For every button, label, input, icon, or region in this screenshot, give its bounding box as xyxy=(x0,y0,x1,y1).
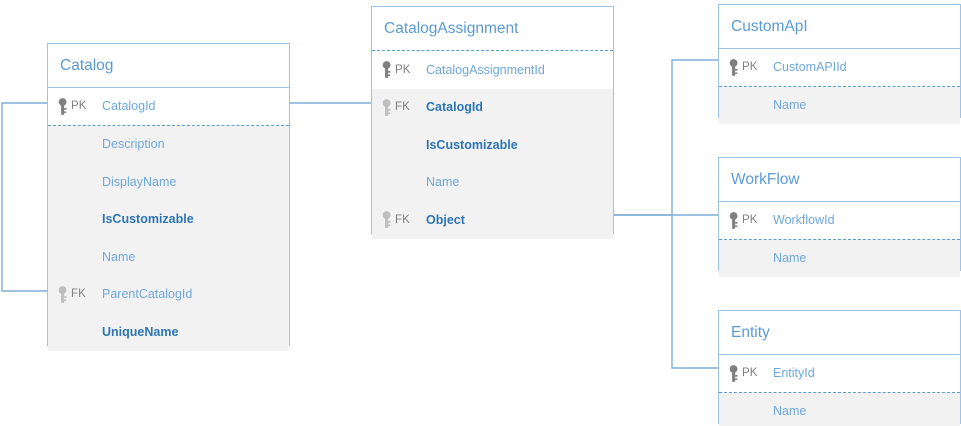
column-name: DisplayName xyxy=(102,174,177,189)
entity-column-row[interactable]: FK CatalogId xyxy=(372,88,613,126)
entity-title-catalog: Catalog xyxy=(48,44,289,88)
key-cell: FK xyxy=(48,285,100,303)
column-name: UniqueName xyxy=(102,324,179,339)
column-name: IsCustomizable xyxy=(102,212,194,227)
entity-title-catalogassignment: CatalogAssignment xyxy=(372,7,613,51)
column-name: Name xyxy=(773,98,807,113)
foreign-key-icon xyxy=(58,285,67,303)
column-name: Description xyxy=(102,137,165,152)
key-label: FK xyxy=(395,101,410,114)
primary-key-icon xyxy=(729,211,738,229)
entity-column-row[interactable]: PK CustomAPIId xyxy=(719,49,960,87)
entity-column-row[interactable]: PK CatalogAssignmentId xyxy=(372,51,613,89)
entity-column-row[interactable]: Name xyxy=(48,238,289,276)
column-name: CatalogId xyxy=(102,99,156,114)
relationship-line-catalogassignment-to-customapi xyxy=(614,59,718,216)
key-label: PK xyxy=(395,63,411,76)
column-name: CatalogId xyxy=(426,100,483,115)
column-name: ParentCatalogId xyxy=(102,287,193,302)
entity-column-row[interactable]: Description xyxy=(48,125,289,163)
key-label: PK xyxy=(742,61,758,74)
key-cell: PK xyxy=(719,211,771,229)
key-label: FK xyxy=(71,288,86,301)
relationship-line-catalog-self-parent xyxy=(1,102,47,292)
entity-column-row[interactable]: FK Object xyxy=(372,201,613,239)
entity-column-row[interactable]: IsCustomizable xyxy=(48,200,289,238)
column-name: WorkflowId xyxy=(773,213,835,228)
key-cell: FK xyxy=(372,98,424,116)
entity-title-customapi: CustomApI xyxy=(719,5,960,49)
key-label: PK xyxy=(742,367,758,380)
key-cell: PK xyxy=(719,58,771,76)
entity-column-row[interactable]: PK CatalogId xyxy=(48,88,289,126)
column-name: Object xyxy=(426,212,465,227)
primary-key-icon xyxy=(382,61,391,79)
foreign-key-icon xyxy=(382,211,391,229)
column-name: CatalogAssignmentId xyxy=(426,62,545,77)
key-label: FK xyxy=(395,213,410,226)
entity-column-row[interactable]: UniqueName xyxy=(48,313,289,351)
primary-key-icon xyxy=(729,364,738,382)
key-cell: FK xyxy=(372,211,424,229)
entity-title-entity: Entity xyxy=(719,311,960,355)
entity-column-row[interactable]: Name xyxy=(719,392,960,426)
key-cell: PK xyxy=(372,61,424,79)
primary-key-icon xyxy=(729,58,738,76)
key-cell: PK xyxy=(48,97,100,115)
column-name: CustomAPIId xyxy=(773,60,847,75)
entity-column-row[interactable]: FK ParentCatalogId xyxy=(48,275,289,313)
entity-column-row[interactable]: PK EntityId xyxy=(719,355,960,393)
entity-column-row[interactable]: Name xyxy=(719,239,960,277)
entity-column-row[interactable]: IsCustomizable xyxy=(372,126,613,164)
column-name: Name xyxy=(426,175,460,190)
key-cell: PK xyxy=(719,364,771,382)
foreign-key-icon xyxy=(382,98,391,116)
primary-key-icon xyxy=(58,97,67,115)
entity-column-row[interactable]: Name xyxy=(719,86,960,124)
key-label: PK xyxy=(742,214,758,227)
entity-column-row[interactable]: DisplayName xyxy=(48,163,289,201)
column-name: Name xyxy=(102,249,136,264)
column-name: Name xyxy=(773,251,807,266)
entity-column-row[interactable]: PK WorkflowId xyxy=(719,202,960,240)
entity-title-workflow: WorkFlow xyxy=(719,158,960,202)
column-name: IsCustomizable xyxy=(426,137,518,152)
column-name: Name xyxy=(773,404,807,419)
key-label: PK xyxy=(71,100,87,113)
relationship-line-catalogassignment-to-entity xyxy=(671,215,718,369)
entity-column-row[interactable]: Name xyxy=(372,163,613,201)
column-name: EntityId xyxy=(773,366,815,381)
